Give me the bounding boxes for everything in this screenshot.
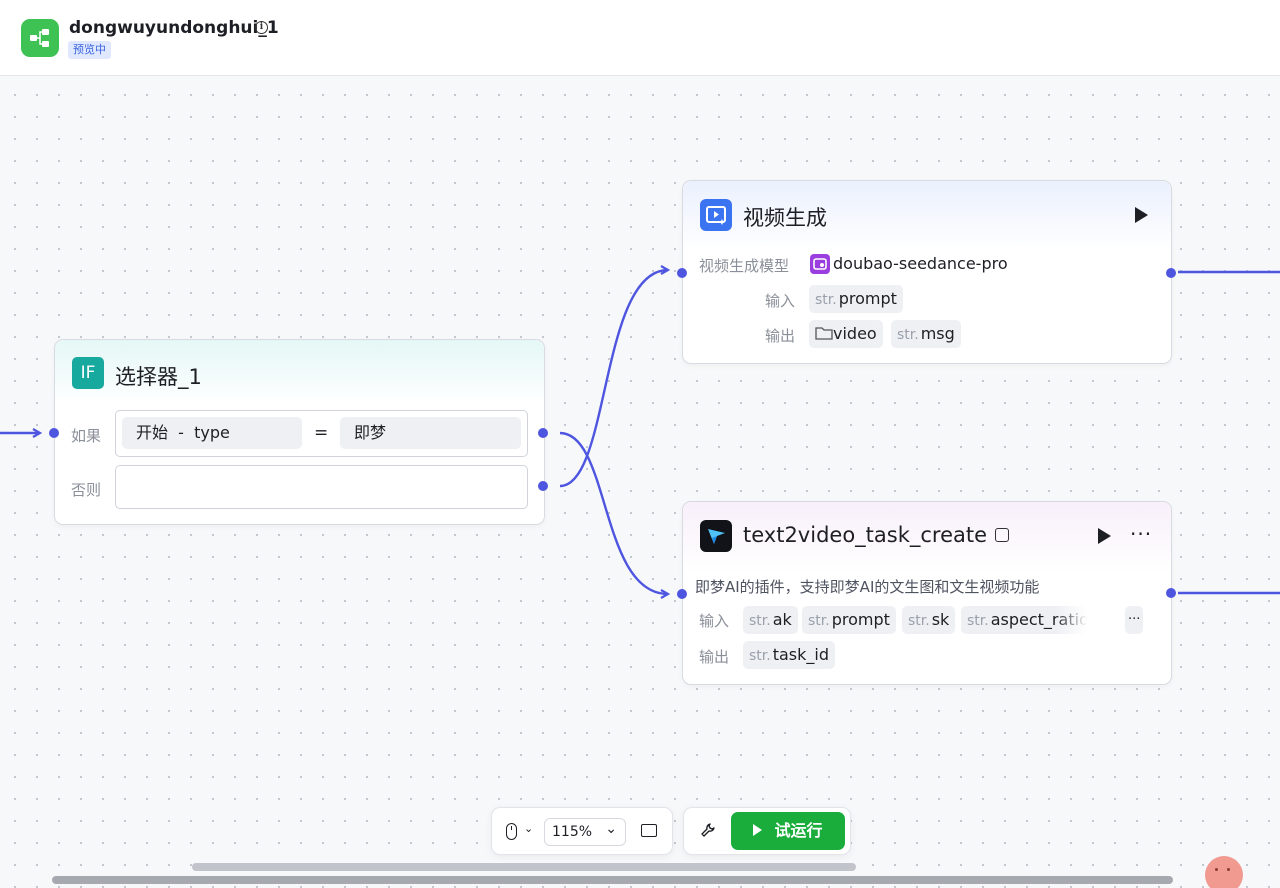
video-node-title: 视频生成 [743,206,827,230]
input-label: 输入 [765,292,796,310]
zoom-select[interactable]: 115% ⌄ [544,818,626,846]
input-label: 输入 [699,612,730,630]
output-param-video: video [809,320,883,348]
play-icon[interactable] [1135,207,1148,223]
selector-node-header [55,340,544,404]
input-param-sk: str.sk [902,606,956,634]
selector-input-port[interactable] [49,428,59,438]
folder-icon [815,327,833,340]
debug-wrench-icon[interactable] [700,822,716,842]
assistant-avatar[interactable] [1205,856,1243,888]
top-header: dongwuyundonghui_1 i 预览中 [0,0,1280,76]
if-label: 如果 [71,427,102,445]
chevron-down-icon[interactable]: ⌄ [524,822,534,835]
video-generation-node[interactable]: 视频生成 视频生成模型 doubao-seedance-pro 输入 str.p… [682,180,1172,364]
video-output-port[interactable] [1166,268,1176,278]
t2v-output-port[interactable] [1166,588,1176,598]
condition-right-operand[interactable]: 即梦 [340,417,521,449]
horizontal-scrollbar-inner[interactable] [192,863,856,871]
chevron-down-icon: ⌄ [605,821,617,837]
workflow-title: dongwuyundonghui_1 [69,18,279,38]
horizontal-scrollbar[interactable] [52,876,1173,884]
plugin-description: 即梦AI的插件，支持即梦AI的文生图和文生视频功能 [695,578,1040,596]
play-icon [753,824,763,836]
workflow-app-icon [21,19,59,57]
model-label: 视频生成模型 [699,257,790,275]
input-param-prompt: str.prompt [802,606,896,634]
input-param-ak: str.ak [743,606,798,634]
more-options-icon[interactable]: ··· [1130,522,1153,546]
selector-node[interactable]: IF 选择器_1 如果 否则 开始 - type = 即梦 [54,339,545,525]
run-toolbar: 试运行 [683,807,851,855]
output-label: 输出 [765,327,796,345]
text2video-node[interactable]: text2video_task_create ··· 即梦AI的插件，支持即梦A… [682,501,1172,685]
condition-left-operand[interactable]: 开始 - type [122,417,302,449]
minimap-icon[interactable] [641,824,657,837]
zoom-toolbar: ⌄ 115% ⌄ [491,807,673,855]
mouse-mode-icon[interactable] [506,823,517,840]
video-input-port[interactable] [677,268,687,278]
t2v-node-header [683,502,1171,572]
video-node-header [683,181,1171,251]
t2v-node-title: text2video_task_create [743,523,988,547]
output-param-msg: str.msg [891,320,961,348]
info-icon[interactable]: i [255,21,268,34]
status-badge: 预览中 [68,41,111,59]
if-condition-box[interactable]: 开始 - type = 即梦 [115,410,528,457]
selector-else-port[interactable] [538,481,548,491]
selector-node-title: 选择器_1 [115,365,202,389]
output-label: 输出 [699,648,730,666]
output-param-task-id: str.task_id [743,641,835,669]
else-label: 否则 [71,481,102,499]
else-condition-box[interactable] [115,465,528,509]
t2v-input-port[interactable] [677,589,687,599]
play-icon[interactable] [1098,528,1111,544]
more-inputs-button[interactable]: ··· [1125,606,1144,634]
selector-if-port[interactable] [538,428,548,438]
test-run-button[interactable]: 试运行 [731,812,845,850]
video-generate-icon [700,199,732,231]
model-icon [810,254,830,274]
if-icon: IF [72,357,104,389]
condition-operator[interactable]: = [314,423,329,443]
jimeng-plugin-icon [700,520,732,552]
plugin-badge-icon [995,528,1009,542]
input-param-prompt: str.prompt [809,285,903,313]
input-param-aspect-ratio: str.aspect_ratio [961,606,1087,634]
model-value[interactable]: doubao-seedance-pro [833,254,1008,273]
